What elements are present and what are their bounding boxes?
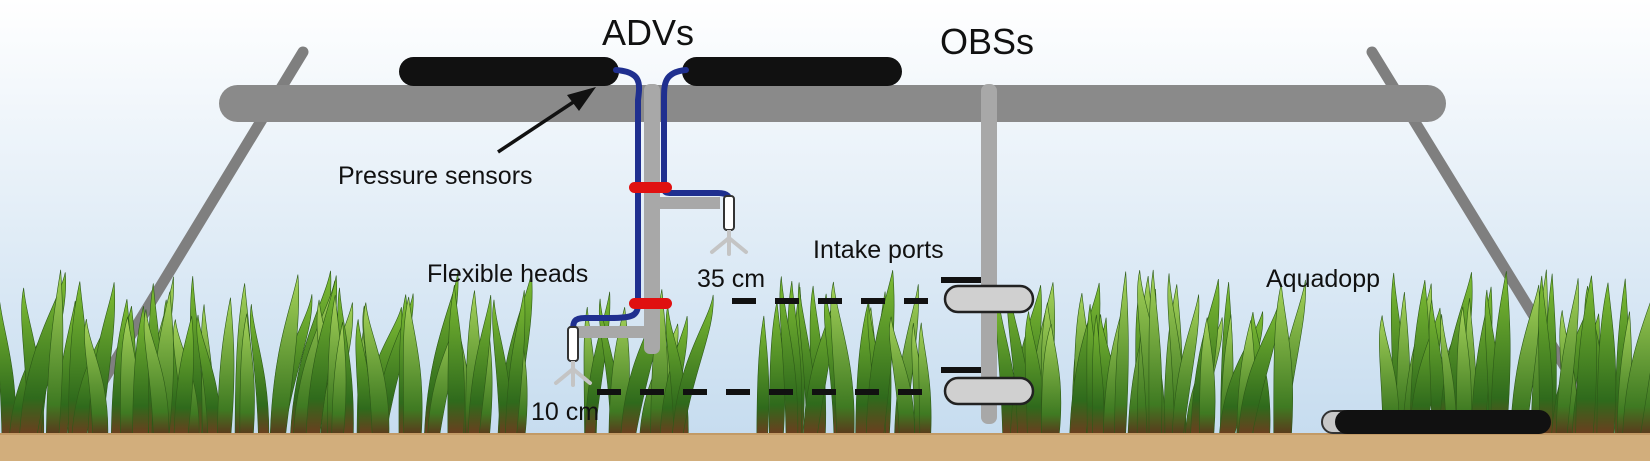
seagrass-blade	[1199, 317, 1216, 435]
pressure-sensor-arrow	[497, 97, 579, 154]
seagrass-blade	[672, 294, 714, 435]
seagrass-blade	[46, 269, 64, 435]
seagrass-blade	[918, 322, 932, 435]
seagrass-blade	[173, 315, 194, 435]
seagrass-blade	[756, 315, 770, 435]
seagrass-blade	[1171, 294, 1200, 435]
seagrass-blade	[1575, 275, 1597, 435]
seagrass-blade	[217, 297, 235, 435]
seagrass-blade	[505, 290, 526, 435]
label-advs: ADVs	[602, 12, 694, 53]
adv-upper-arm	[644, 197, 720, 209]
seagrass-blade	[1490, 271, 1511, 435]
sediment-bed	[0, 434, 1650, 461]
adv-cable-lower	[570, 67, 643, 333]
seagrass-blade	[143, 309, 170, 435]
label-flexible-heads: Flexible heads	[427, 260, 588, 288]
seagrass-blade	[467, 294, 492, 435]
seagrass-blade	[305, 275, 337, 435]
seagrass-blade	[1510, 284, 1540, 435]
obs-mount-rod	[981, 84, 997, 424]
seagrass-blade	[1273, 283, 1293, 435]
seagrass-blade	[249, 304, 270, 435]
adv-probe-lower	[554, 326, 592, 387]
label-aquadopp: Aquadopp	[1266, 265, 1380, 293]
seagrass-blade	[779, 276, 799, 435]
seagrass-blade	[402, 296, 423, 435]
seagrass-blade	[269, 274, 300, 435]
seagrass-blade	[1148, 269, 1163, 435]
seagrass-blade	[1538, 275, 1554, 435]
seagrass-blade	[1456, 306, 1472, 435]
obs-sensor-lower	[943, 376, 1035, 406]
label-height-35cm: 35 cm	[697, 265, 765, 293]
seagrass-blade	[363, 302, 390, 435]
clamp-upper	[629, 182, 672, 193]
pressure-sensor-arrowhead	[567, 87, 596, 111]
seagrass-blade	[1114, 271, 1129, 435]
seagrass-blade	[1596, 282, 1617, 435]
seagrass-blade	[447, 285, 465, 435]
seagrass-blade	[1622, 302, 1650, 435]
label-pressure-sensors: Pressure sensors	[338, 162, 533, 190]
adv-housing-right	[682, 57, 902, 86]
seagrass-blade	[1555, 278, 1579, 435]
aquadopp-housing	[1335, 410, 1551, 434]
label-obss: OBSs	[940, 21, 1034, 62]
adv-lower-arm	[569, 326, 655, 338]
seagrass-blade	[1379, 315, 1400, 435]
seagrass-blade	[331, 322, 347, 435]
adv-mount-rod	[644, 84, 660, 354]
label-intake-ports: Intake ports	[813, 236, 944, 264]
seagrass-blade	[830, 281, 855, 435]
seagrass-blade	[196, 314, 222, 435]
obs-sensor-upper	[943, 284, 1035, 314]
seagrass-blade	[1041, 323, 1062, 435]
seagrass-blade	[1440, 314, 1457, 435]
clamp-lower	[629, 298, 672, 309]
seagrass-blade	[239, 313, 255, 435]
seagrass-blade	[84, 318, 109, 435]
seagrass-blade	[0, 301, 17, 435]
adv-housing-left	[399, 57, 619, 86]
frame-crossbeam	[219, 85, 1446, 122]
label-height-10cm: 10 cm	[531, 398, 599, 426]
seagrass-blade	[889, 316, 915, 435]
adv-probe-upper	[710, 195, 748, 256]
